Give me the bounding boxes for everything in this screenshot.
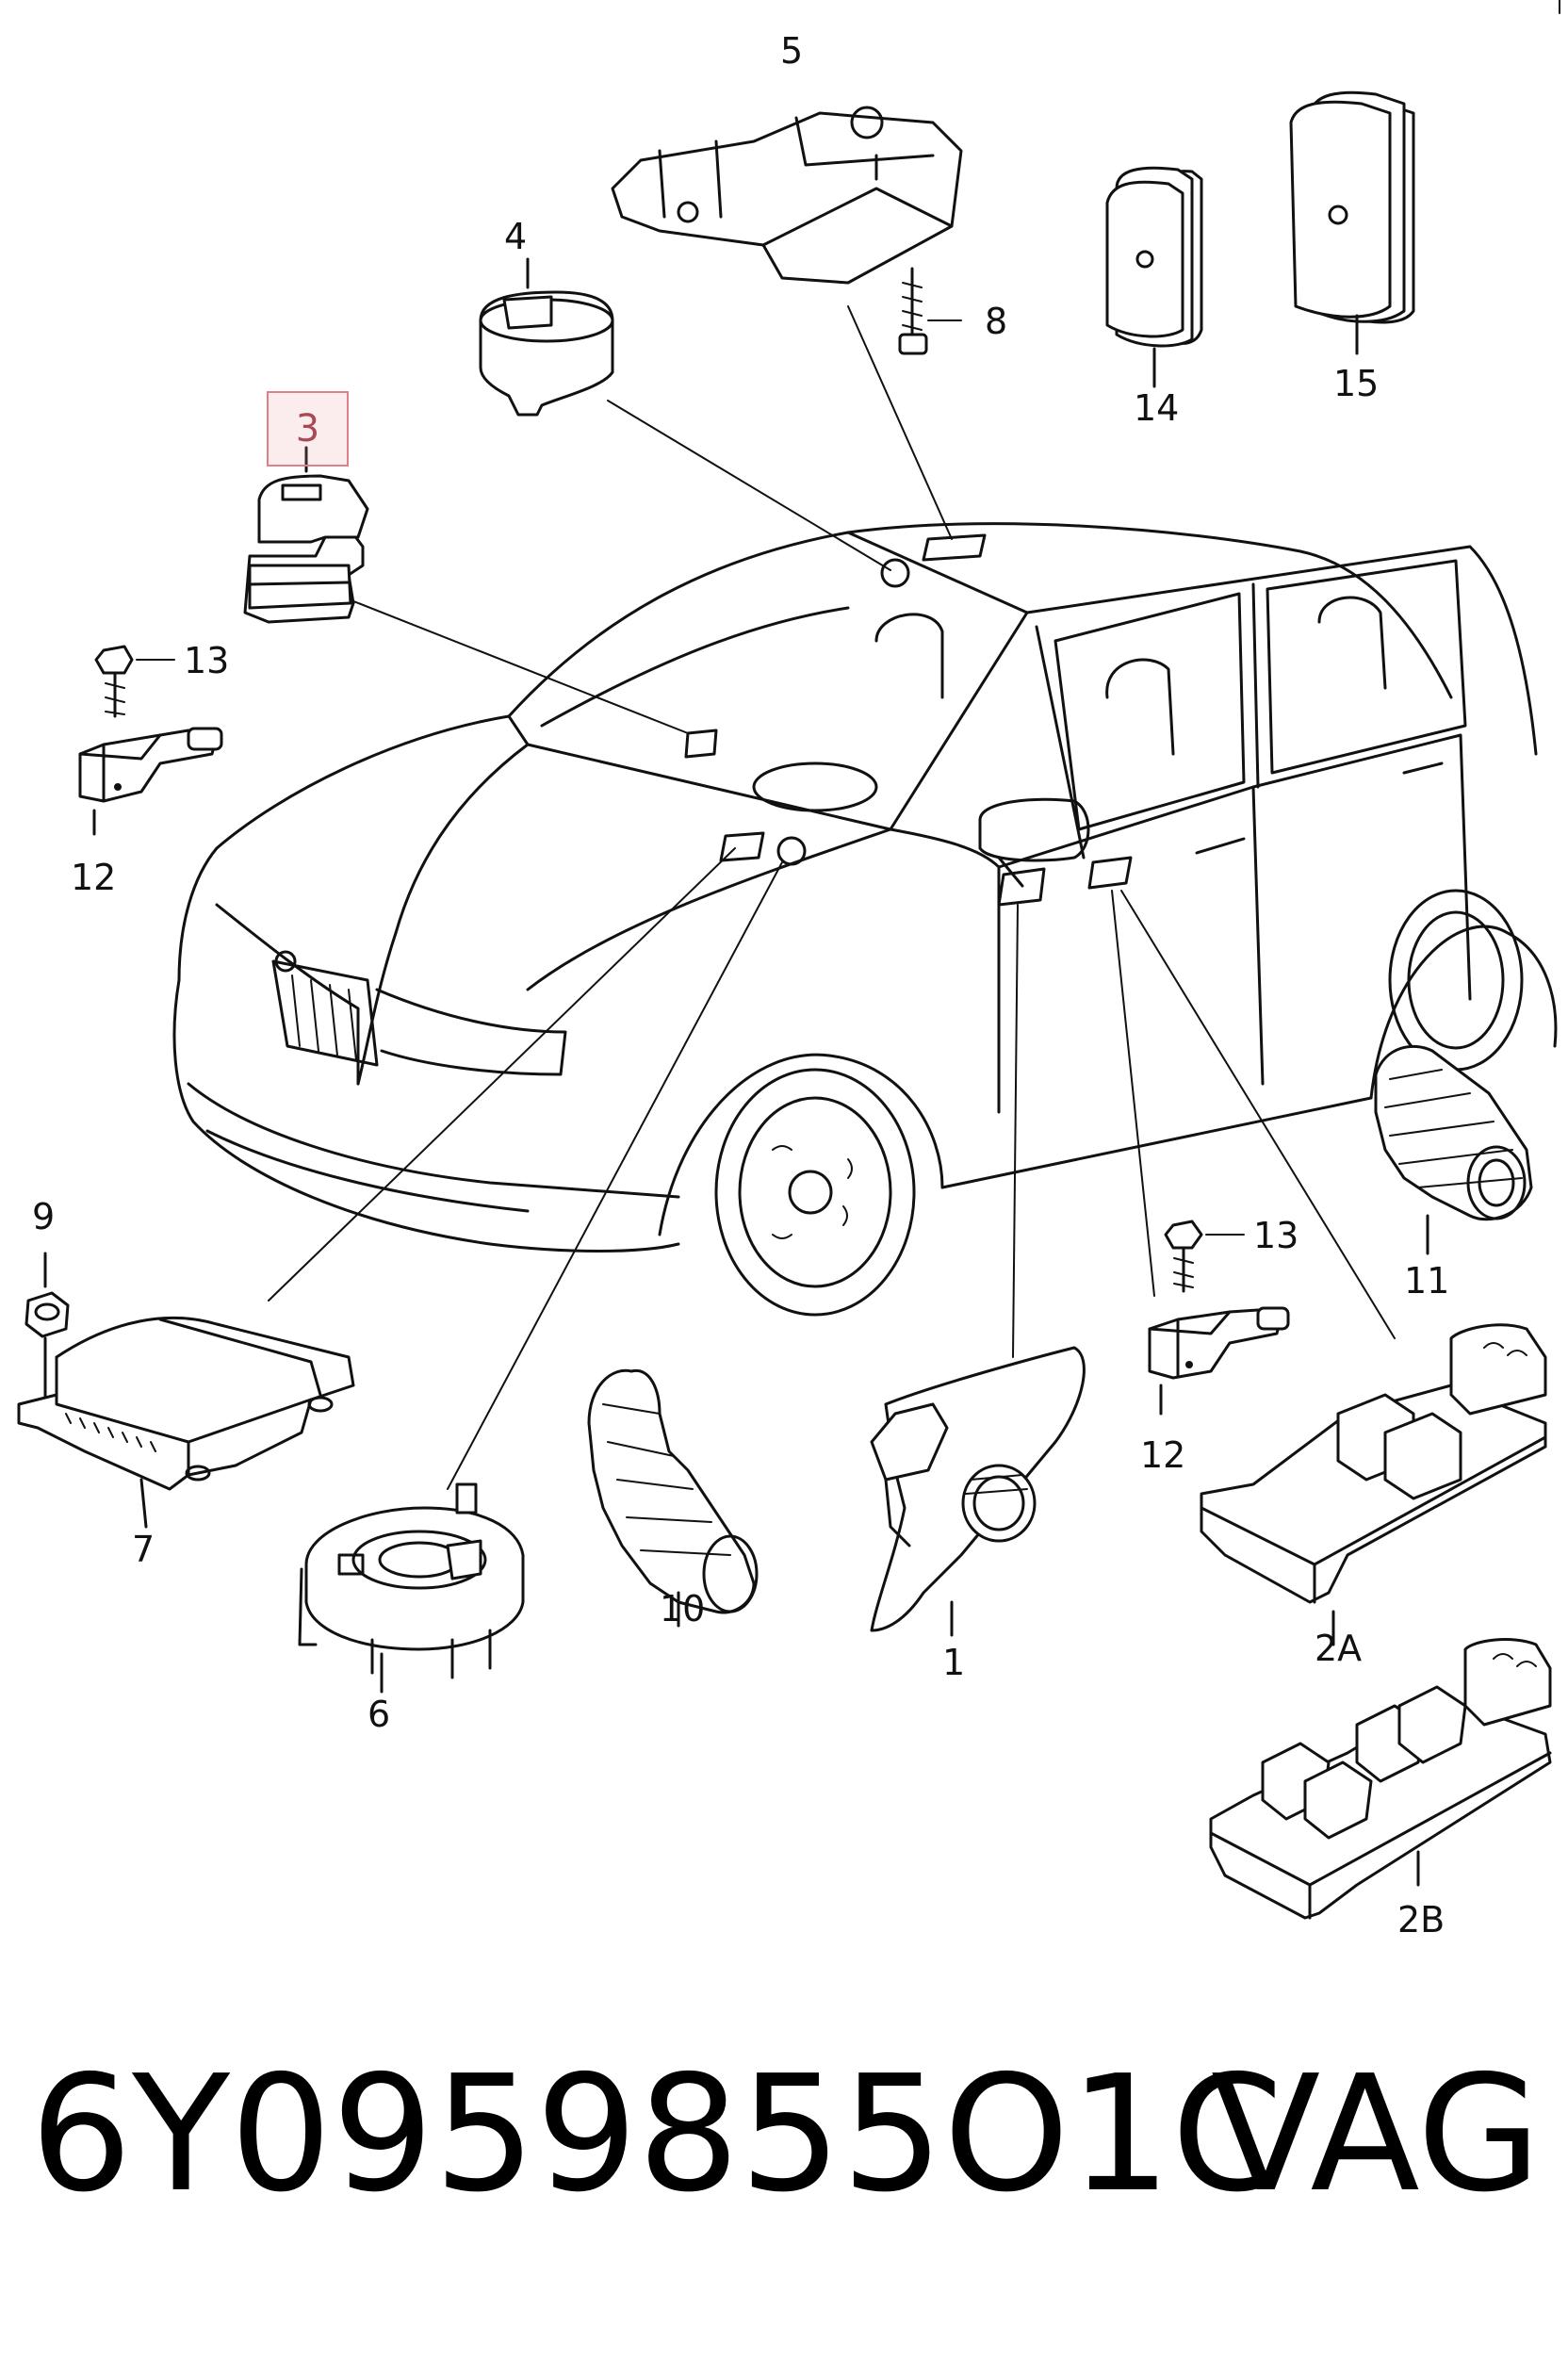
part-4-drawing [479,257,614,417]
callout-1: 1 [942,1642,966,1683]
part-9-nut-drawing [24,1252,70,1401]
part-11-boot-drawing [1374,1044,1533,1255]
callout-5: 5 [780,30,804,72]
callout-4: 4 [504,216,528,257]
part-13-bolt-right-drawing [1164,1220,1245,1293]
callout-14: 14 [1134,387,1180,429]
callout-10: 10 [660,1588,706,1629]
callout-7: 7 [132,1529,155,1570]
part-2a-switch-drawing [1200,1323,1547,1646]
brand-text: VAG [1211,2041,1542,2228]
leader-lines [268,305,1396,1490]
part-14-drawing [1105,166,1203,388]
callout-2b: 2B [1397,1899,1446,1940]
callout-12-left: 12 [71,857,117,898]
part-8-screw-drawing [898,267,962,355]
part-2b-switch-drawing [1209,1638,1552,1920]
callout-3: 3 [295,407,320,450]
part-3-drawing [243,446,369,624]
part-5-drawing [611,106,963,285]
callout-9: 9 [32,1196,56,1237]
part-1-panel-drawing [870,1346,1086,1637]
callout-6: 6 [368,1694,391,1735]
part-12-sensor-left-drawing [78,727,223,836]
part-12-sensor-right-drawing [1148,1306,1290,1416]
part-number-text: 6Y0959855O1C [30,2041,1283,2228]
part-13-bolt-left-drawing [94,645,175,718]
callout-11: 11 [1404,1260,1450,1302]
part-15-drawing [1289,90,1415,355]
callout-2a: 2A [1315,1628,1363,1669]
part-6-clock-spring-drawing [298,1482,525,1694]
callout-3-highlight[interactable]: 3 [267,391,349,467]
car-illustration [172,522,1558,1317]
callout-15: 15 [1333,363,1380,404]
part-10-boot-drawing [587,1368,759,1628]
callout-13-left: 13 [184,640,230,681]
part-7-control-unit-drawing [17,1316,355,1529]
callout-12-right: 12 [1140,1434,1186,1476]
callout-13-right: 13 [1253,1215,1299,1256]
callout-8: 8 [985,301,1008,342]
